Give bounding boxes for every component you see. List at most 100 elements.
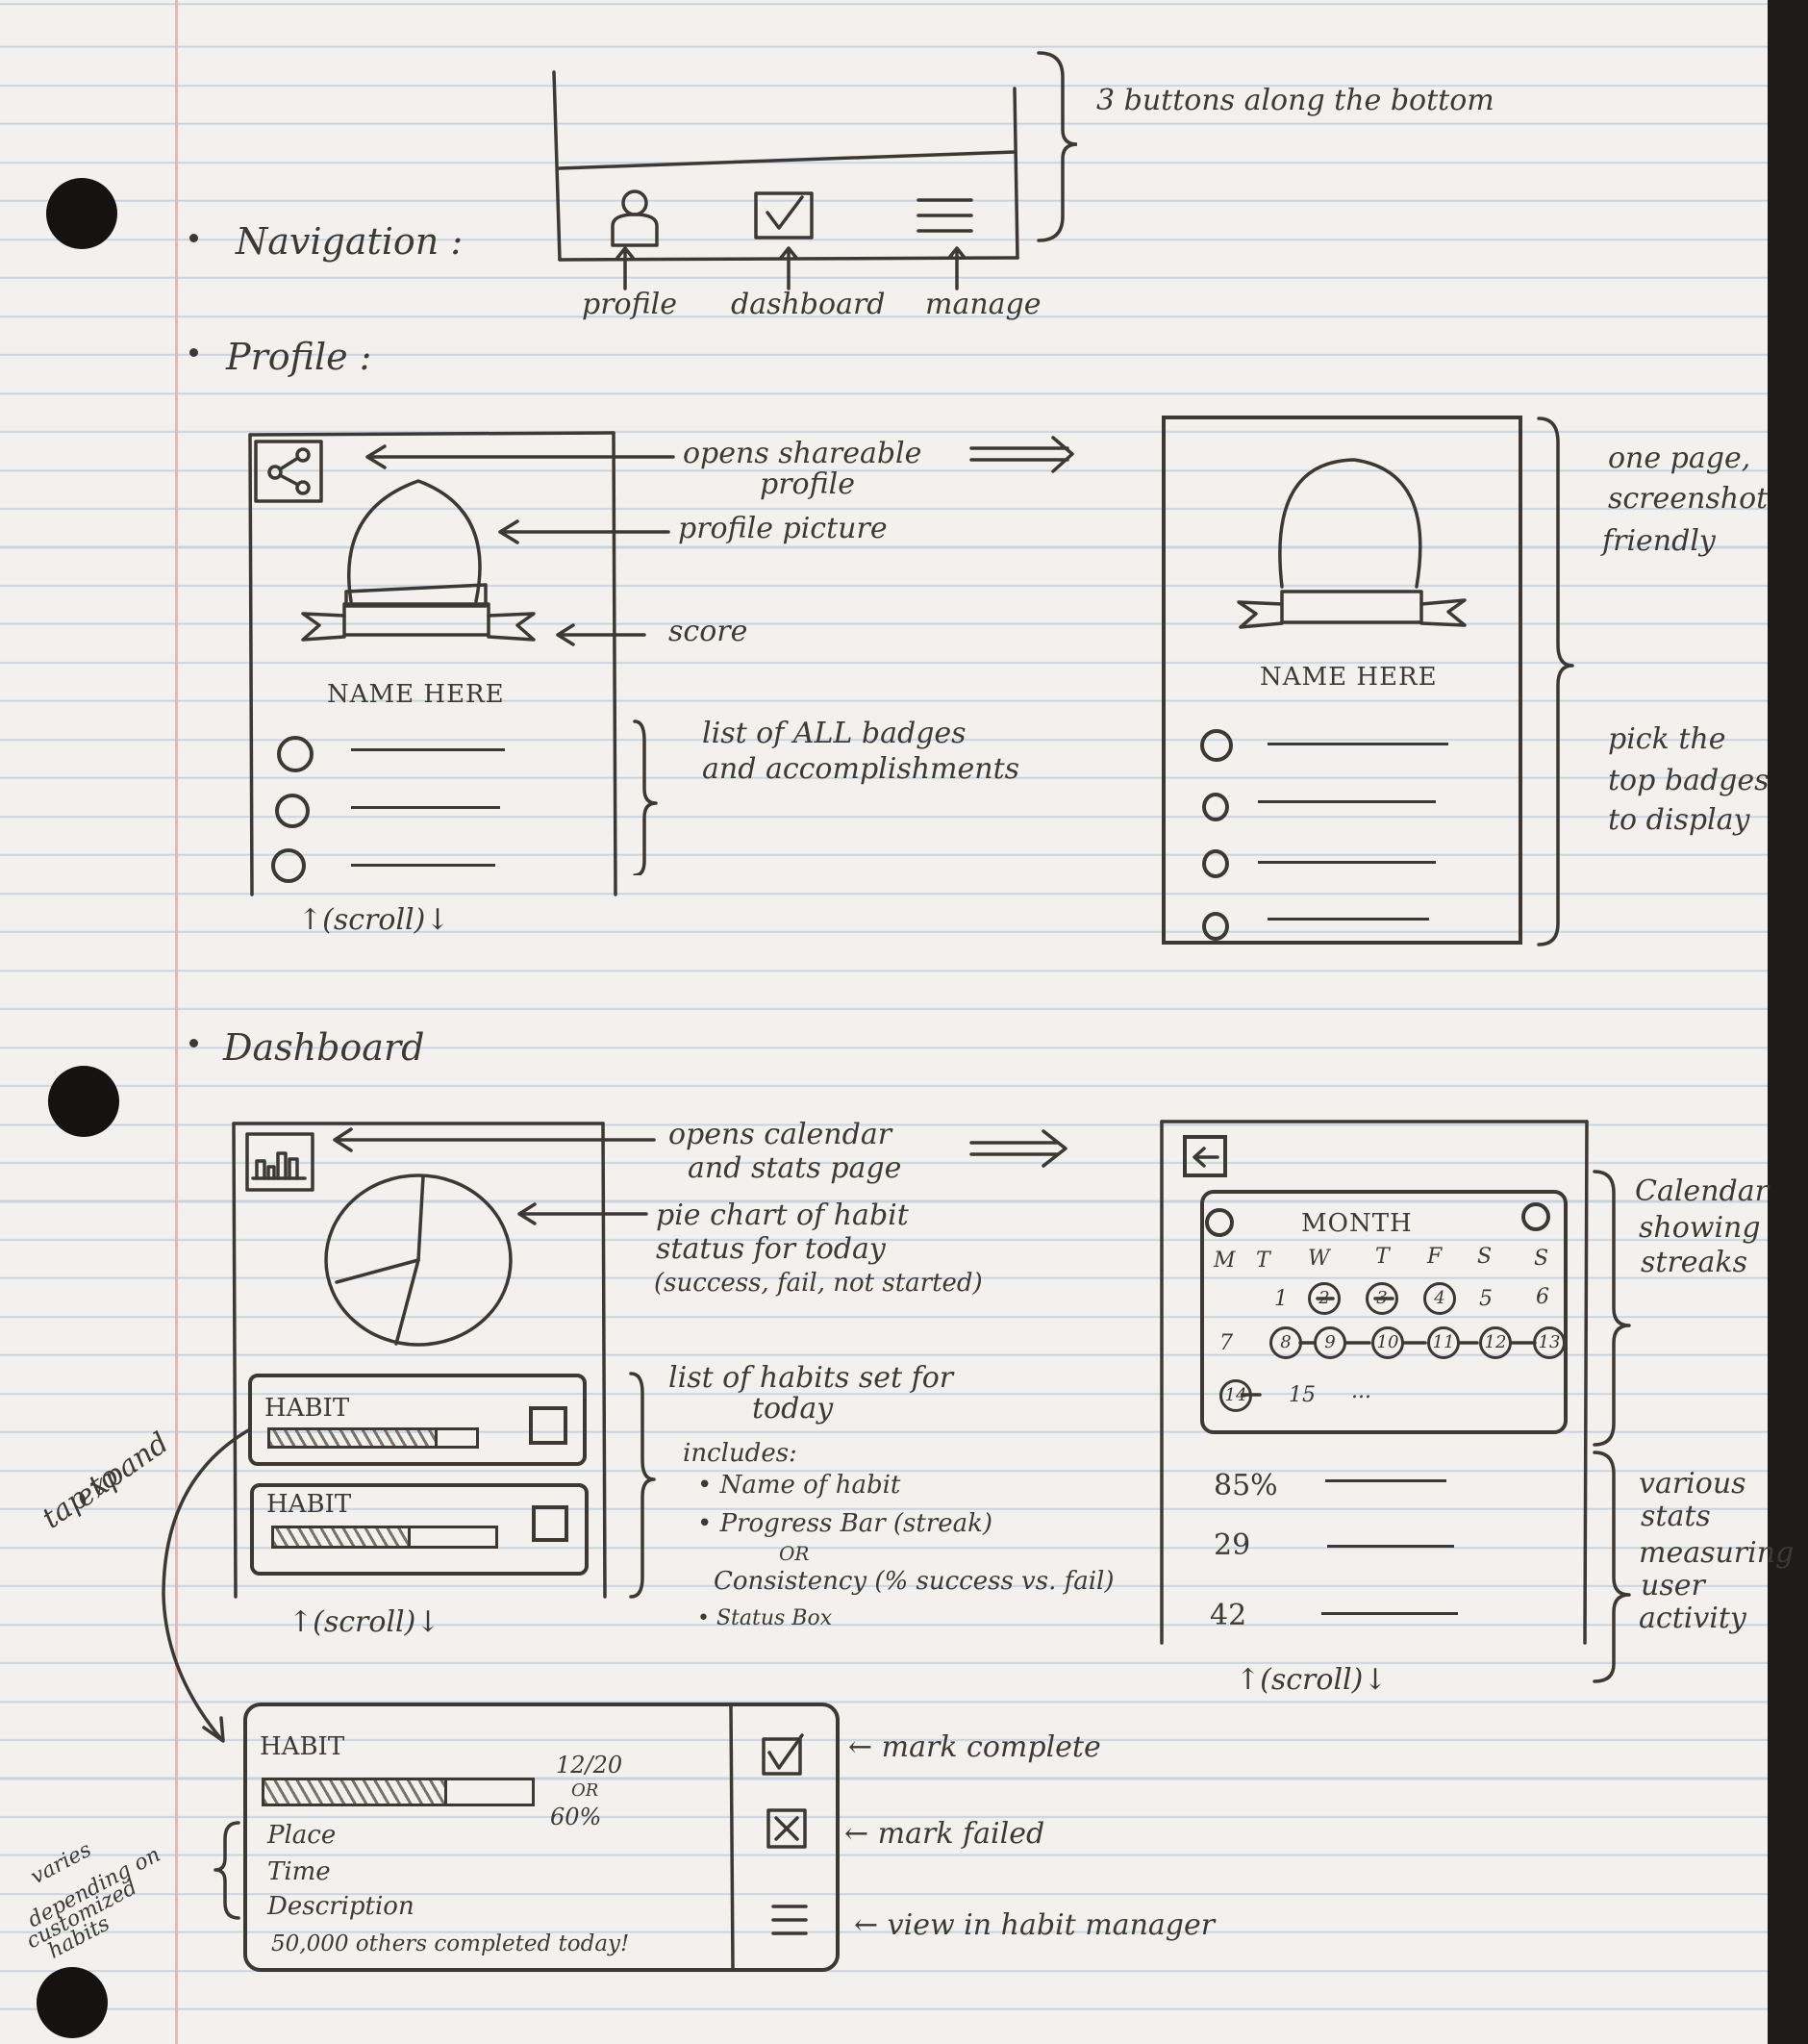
calendar-day-streak: 11 [1427,1326,1460,1359]
expanded-progress-count: 12/20 [556,1752,623,1779]
calendar-day-streak: 2 [1308,1282,1341,1315]
badge-line [351,748,505,751]
shareable-profile-screen [1162,416,1522,945]
annotation-include-name: • Name of habit [697,1471,901,1500]
calendar-day: 1 [1274,1287,1288,1311]
badge-line [1258,800,1436,803]
calendar-day: 7 [1219,1331,1233,1355]
annotation-badges: list of ALL badges [702,717,967,750]
calendar-day-streak: 3 [1366,1282,1398,1315]
annotation-pie: pie chart of habit [656,1199,909,1232]
expanded-place: Place [267,1821,337,1850]
annotation-list: list of habits set for [668,1361,954,1395]
annotation-display: to display [1608,803,1750,837]
badge-icon [1200,729,1233,762]
calendar-day: 15 [1289,1383,1316,1407]
expanded-progress-bar [262,1778,535,1806]
annotation-list-2: today [752,1392,834,1426]
calendar-day-streak: 10 [1371,1326,1404,1359]
prev-month-button[interactable] [1205,1208,1234,1237]
badge-icon [1202,793,1229,821]
calendar-weekday: F [1427,1245,1443,1269]
annotation-score: score [668,615,748,648]
badge-line [1258,861,1436,864]
nav-label-dashboard: dashboard [731,288,886,321]
mark-complete-checkbox-icon[interactable] [760,1731,808,1778]
annotation-badges-2: and accomplishments [702,752,1020,786]
annotation-pie-3: (success, fail, not started) [654,1269,983,1298]
varies-bracket [213,1821,240,1920]
badge-line [351,806,500,809]
section-heading-profile: Profile : [226,336,372,378]
annotation-top-badges: top badges [1608,764,1770,797]
expanded-others-completed: 50,000 others completed today! [271,1931,630,1956]
expanded-time: Time [267,1857,331,1886]
calendar-weekday: S [1477,1245,1493,1269]
habit-status-box[interactable] [532,1505,568,1542]
shareable-brackets [1537,416,1574,946]
calendar-weekday: S [1534,1247,1549,1271]
annotation-showing: showing [1639,1211,1761,1245]
profile-picture-placeholder [301,479,536,642]
dashboard-nav-icon [754,191,814,240]
annotation-one-page: one page, [1608,442,1751,475]
habit-row[interactable] [248,1374,587,1466]
shareable-profile-picture [1237,458,1467,629]
mark-failed-x-icon[interactable] [765,1806,809,1851]
annotation-includes: includes: [683,1439,797,1468]
bullet [189,1039,198,1047]
next-month-button[interactable] [1521,1202,1550,1231]
annotation-picture: profile picture [678,512,888,545]
calendar-stats-brackets [1593,1170,1631,1683]
calendar-day-streak: 4 [1423,1282,1456,1315]
binder-hole [46,178,117,249]
habit-row[interactable] [250,1483,589,1576]
profile-nav-icon [611,189,659,247]
calendar-day-streak: 13 [1533,1326,1566,1359]
nav-label-arrows [615,246,967,290]
back-button[interactable] [1183,1135,1227,1177]
expanded-habit-card [243,1703,840,1972]
stats-chart-icon [245,1132,314,1192]
badge-icon [277,736,314,772]
calendar-day: 6 [1536,1285,1549,1309]
bullet [189,234,198,242]
shareable-profile-name: NAME HERE [1260,663,1438,692]
annotation-share-2: profile [760,467,855,501]
bullet [189,348,198,357]
stat-value: 85% [1214,1469,1278,1502]
nav-label-profile: profile [582,288,677,321]
calendar-weekday: M [1214,1249,1236,1273]
calendar-widget [1200,1190,1568,1434]
annotation-mark-complete: ← mark complete [848,1730,1101,1764]
binder-hole [48,1066,119,1137]
manage-nav-icon [917,198,973,233]
expanded-habit-title: HABIT [260,1732,345,1761]
habit-status-box[interactable] [529,1406,567,1445]
annotation-share: opens shareable [683,437,922,470]
calendar-weekday: W [1308,1247,1330,1271]
habit-manager-menu-icon[interactable] [769,1901,812,1939]
annotation-mark-failed: ← mark failed [844,1817,1045,1851]
annotation-stats-page: and stats page [688,1151,902,1185]
calendar-day: ... [1351,1379,1371,1403]
stat-line [1325,1479,1446,1482]
dashboard-annotation-arrows [333,1127,1067,1599]
calendar-day-streak: 9 [1314,1326,1346,1359]
annotation-include-progress: • Progress Bar (streak) [697,1509,993,1538]
expanded-description: Description [267,1892,414,1921]
annotation-streaks: streaks [1641,1246,1748,1279]
expanded-progress-percent: 60% [550,1804,602,1830]
profile-screen-frame [248,431,617,896]
binder-hole [37,1967,108,2038]
habit-progress-bar [271,1526,498,1549]
habit-progress-bar [267,1427,479,1449]
stats-scroll: ↑(scroll)↓ [1236,1663,1388,1697]
dashboard-scroll: ↑(scroll)↓ [289,1605,440,1639]
badge-line [1268,918,1429,921]
profile-annotation-arrows [365,436,1074,875]
annotation-measuring: measuring [1639,1536,1795,1570]
calendar-day-streak: 8 [1269,1326,1302,1359]
expand-arrow [162,1427,252,1743]
annotation-activity: activity [1639,1602,1746,1635]
